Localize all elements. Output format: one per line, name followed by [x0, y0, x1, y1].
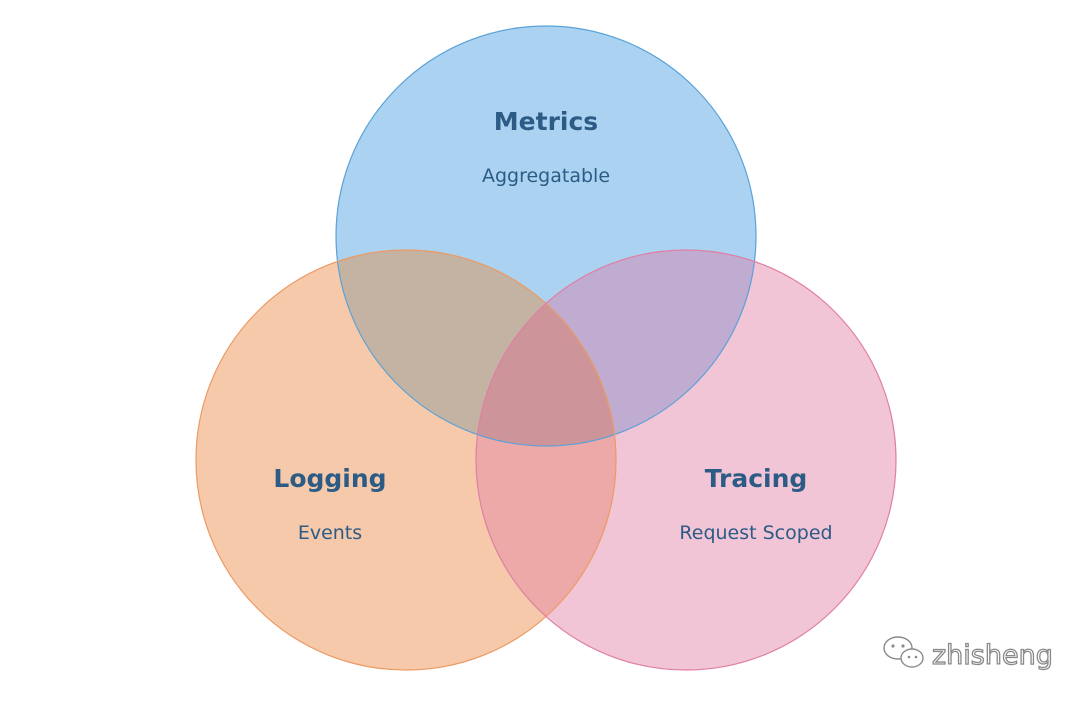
tracing-subtitle: Request Scoped — [679, 522, 832, 544]
metrics-outline — [335, 25, 757, 447]
all-three-overlap — [476, 250, 616, 446]
tracing-outline — [475, 249, 897, 671]
logging-outline — [195, 249, 617, 671]
logging-subtitle: Events — [298, 522, 362, 544]
metrics-subtitle: Aggregatable — [482, 165, 610, 187]
tracing-title: Tracing — [705, 464, 808, 493]
metrics-title: Metrics — [494, 107, 598, 136]
logging-title: Logging — [273, 464, 386, 493]
watermark: zhisheng — [883, 636, 1053, 672]
wechat-icon — [883, 636, 924, 668]
watermark-text: zhisheng — [932, 640, 1053, 671]
